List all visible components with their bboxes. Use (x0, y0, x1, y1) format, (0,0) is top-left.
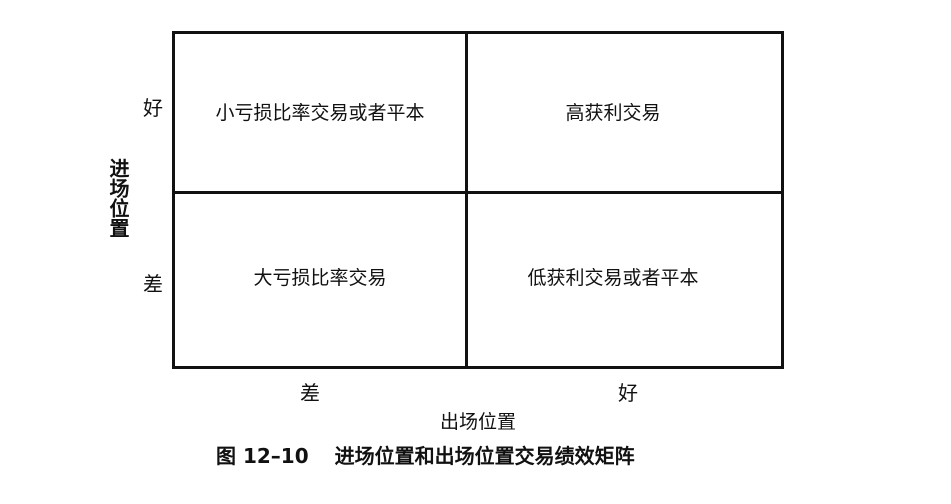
vertical-divider (465, 34, 468, 366)
cell-good-entry-bad-exit: 小亏损比率交易或者平本 (215, 102, 425, 124)
x-axis-title: 出场位置 (439, 411, 516, 433)
cell-bad-entry-good-exit: 低获利交易或者平本 (527, 267, 699, 289)
cell-good-entry-good-exit: 高获利交易 (565, 102, 661, 124)
y-axis-title: 进场位置 (106, 158, 130, 238)
y-tick-good: 好 (143, 96, 163, 120)
cell-bad-entry-bad-exit: 大亏损比率交易 (253, 267, 387, 289)
y-tick-bad: 差 (143, 272, 163, 296)
horizontal-divider (175, 191, 781, 194)
x-tick-bad: 差 (300, 381, 320, 405)
figure-caption: 图 12–10 进场位置和出场位置交易绩效矩阵 (216, 443, 736, 469)
performance-matrix: 小亏损比率交易或者平本 高获利交易 大亏损比率交易 低获利交易或者平本 (172, 31, 784, 369)
figure-caption-text: 进场位置和出场位置交易绩效矩阵 (334, 444, 635, 468)
figure-number: 图 12–10 (216, 444, 309, 468)
x-tick-good: 好 (618, 381, 638, 405)
